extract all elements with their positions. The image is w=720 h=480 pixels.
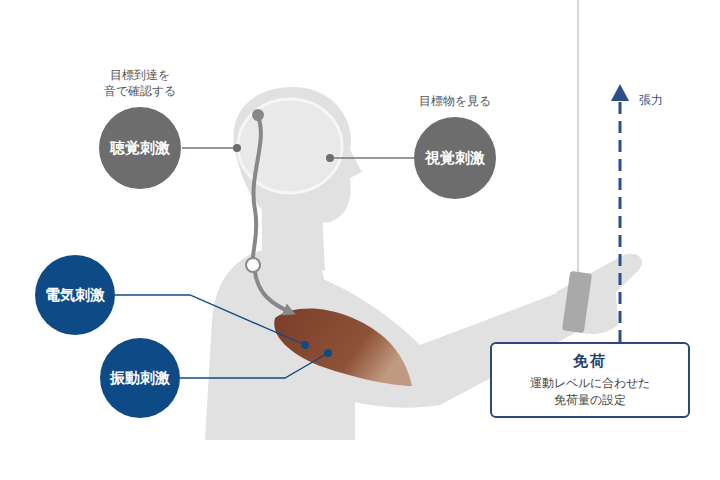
leader-line bbox=[182, 147, 237, 149]
grip-handle bbox=[562, 271, 592, 333]
tension-arrow bbox=[619, 100, 622, 342]
stimulus-label: 聴覚刺激 bbox=[110, 139, 170, 158]
leader-line bbox=[330, 157, 414, 159]
leader-dot bbox=[326, 154, 334, 162]
neural-path bbox=[255, 272, 290, 312]
stimulus-label: 電気刺激 bbox=[45, 286, 105, 305]
stimulus-circle: 目標物を見る視覚刺激 bbox=[414, 117, 496, 199]
neural-path bbox=[253, 116, 261, 258]
stimulus-caption: 目標物を見る bbox=[419, 93, 491, 109]
stimulus-circle: 電気刺激 bbox=[35, 255, 115, 335]
neuron-dot bbox=[252, 109, 264, 121]
leader-line bbox=[180, 353, 328, 378]
rope bbox=[577, 0, 579, 274]
stimulus-caption: 目標到達を 音で確認する bbox=[99, 67, 181, 99]
box-body: 運動レベルに合わせた 免荷量の設定 bbox=[525, 375, 655, 407]
stimulus-circle: 振動刺激 bbox=[100, 338, 180, 418]
leader-dot bbox=[324, 349, 332, 357]
arrow-head bbox=[611, 84, 629, 101]
neuron-dot bbox=[246, 258, 260, 272]
leader-dot bbox=[233, 144, 241, 152]
stimulus-circle: 目標到達を 音で確認する聴覚刺激 bbox=[99, 107, 181, 189]
leader-dot bbox=[301, 341, 309, 349]
stimulus-label: 振動刺激 bbox=[110, 369, 170, 388]
box-title: 免荷 bbox=[573, 352, 607, 371]
unloading-box: 免荷運動レベルに合わせた 免荷量の設定 bbox=[490, 342, 690, 418]
biceps-muscle bbox=[274, 308, 412, 386]
tension-label: 張力 bbox=[637, 92, 665, 109]
stimulus-label: 視覚刺激 bbox=[425, 149, 485, 168]
